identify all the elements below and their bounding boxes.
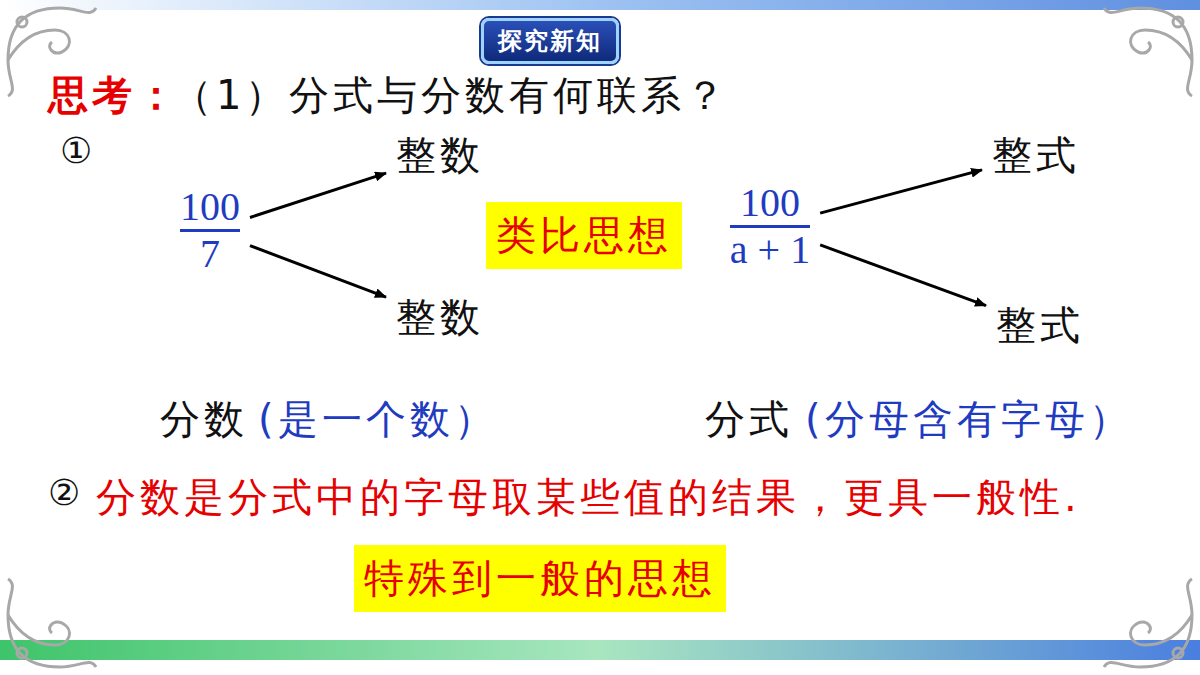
- corner-ornament: [1104, 579, 1192, 667]
- node-text: 整数: [396, 290, 484, 345]
- fraction: 100 a + 1: [726, 182, 814, 271]
- prompt-heading: 思考：: [48, 68, 180, 123]
- arrow: [250, 173, 386, 217]
- arrow: [820, 170, 982, 213]
- conclusion-text: 分数是分式中的字母取某些值的结果，更具一般性.: [96, 470, 1081, 525]
- node-text: 特殊到一般的思想: [364, 551, 716, 606]
- section-tab: 探究新知: [481, 18, 619, 64]
- fraction-bar: [730, 225, 810, 228]
- bottom-bar: [0, 640, 1200, 660]
- denominator: 7: [180, 233, 240, 275]
- node-text: 类比思想: [496, 208, 672, 263]
- idea-box: 特殊到一般的思想: [354, 545, 726, 612]
- item-number: ①: [60, 130, 92, 171]
- term-label: 整数: [392, 126, 488, 185]
- arrow: [250, 246, 386, 297]
- idea-box: 类比思想: [486, 202, 682, 269]
- term-label: 整数: [392, 288, 488, 347]
- concept-name: 分数: [160, 392, 248, 447]
- concept-note: (分母含有字母）: [805, 392, 1133, 447]
- numerator: 100: [180, 186, 240, 228]
- node-text: 整数: [396, 128, 484, 183]
- arrow: [820, 245, 986, 306]
- node-text: 探究新知: [498, 25, 602, 57]
- question-text: （1）分式与分数有何联系？: [172, 68, 729, 123]
- denominator: a + 1: [730, 229, 810, 271]
- concept-name: 分式: [705, 392, 793, 447]
- corner-ornament: [8, 579, 96, 667]
- top-bar: [0, 0, 1200, 10]
- node-text: 整式: [996, 298, 1084, 353]
- node-text: 整式: [992, 128, 1080, 183]
- term-label: 整式: [988, 126, 1084, 185]
- corner-ornament: [1104, 8, 1192, 96]
- numerator: 100: [730, 182, 810, 224]
- term-label: 整式: [992, 296, 1088, 355]
- item-number: ②: [48, 472, 80, 513]
- fraction: 1007: [176, 186, 244, 275]
- fraction-bar: [180, 229, 240, 232]
- concept-note: (是一个数）: [258, 392, 498, 447]
